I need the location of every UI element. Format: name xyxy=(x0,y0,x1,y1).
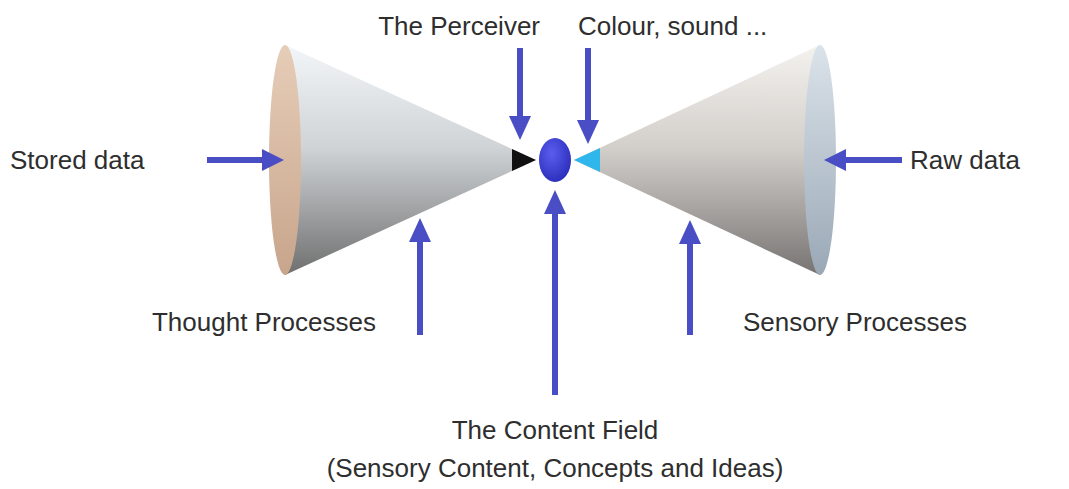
annotation-label: Colour, sound ... xyxy=(578,11,767,41)
annotation-label: Raw data xyxy=(910,145,1020,175)
annotation-label: Stored data xyxy=(10,145,144,175)
sensory-cone xyxy=(574,45,836,275)
content-field-ball xyxy=(539,138,571,182)
annotation-label: (Sensory Content, Concepts and Ideas) xyxy=(327,453,784,483)
thought-cone xyxy=(269,45,536,275)
annotation-label: The Content Field xyxy=(452,415,659,445)
annotation-label: The Perceiver xyxy=(378,11,540,41)
annotation-label: Sensory Processes xyxy=(743,307,967,337)
pointer-arrows xyxy=(207,48,902,395)
annotation-label: Thought Processes xyxy=(152,307,376,337)
